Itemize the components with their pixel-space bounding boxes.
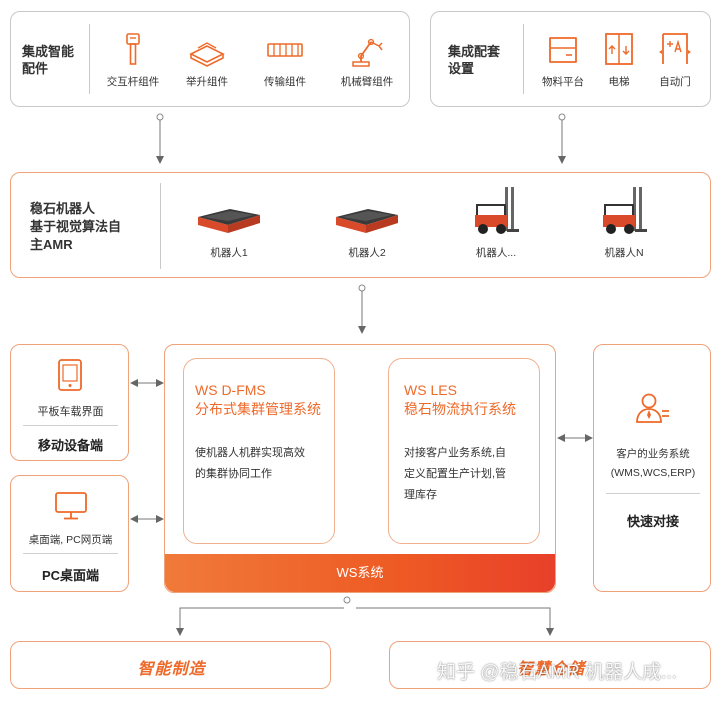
customer-system-box: 客户的业务系统 (WMS,WCS,ERP) 快速对接 <box>593 344 711 592</box>
pc-title: PC桌面端 <box>41 568 100 583</box>
smart-warehousing-label: 智慧仓储 <box>516 661 585 678</box>
elevator-item: 电梯 <box>591 30 647 89</box>
ws-les-card: WS LES 稳石物流执行系统 对接客户业务系统,自 定义配置生产计划,管 理库… <box>388 358 540 544</box>
customer-title: 快速对接 <box>626 514 679 529</box>
lift-module-label: 举升组件 <box>186 76 228 88</box>
interaction-rod-icon <box>126 33 140 65</box>
robot-1-label: 机器人1 <box>210 247 248 259</box>
ws-dfms-card: WS D-FMS 分布式集群管理系统 使机器人机群实现高效 的集群协同工作 <box>183 358 335 544</box>
smart-accessories-box: 集成智能 配件 交互杆组件 举升组件 传输组件 <box>10 11 410 107</box>
conveyor-module-icon <box>267 43 303 57</box>
smart-warehousing-box: 智慧仓储 <box>389 641 711 689</box>
elevator-icon <box>605 33 633 65</box>
zhihu-watermark: 知乎 @稳石AMR 机器人成... <box>437 662 677 683</box>
customer-caption: 客户的业务系统 (WMS,WCS,ERP) <box>610 448 696 479</box>
robot-1-item: 机器人1 <box>189 199 269 260</box>
mobile-device-box: 平板车载界面 移动设备端 <box>10 344 129 461</box>
robot-arm-item: 机械臂组件 <box>329 32 405 89</box>
robot-2-label: 机器人2 <box>348 247 386 259</box>
smart-manufacturing-box: 智能制造 <box>10 641 331 689</box>
interaction-rod-item: 交互杆组件 <box>97 32 169 89</box>
conveyor-module-item: 传输组件 <box>249 32 321 89</box>
amr-robot-icon <box>336 209 398 233</box>
pc-caption: 桌面端, PC网页端 <box>28 534 113 546</box>
lift-module-icon <box>189 42 225 67</box>
divider <box>523 24 524 94</box>
smart-manufacturing-label: 智能制造 <box>137 661 206 678</box>
robot-n-item: 机器人N <box>589 185 659 260</box>
mobile-title: 移动设备端 <box>37 438 103 453</box>
pc-desktop-box: 桌面端, PC网页端 PC桌面端 <box>10 475 129 592</box>
divider <box>89 24 90 94</box>
facility-integration-box: 集成配套 设置 物料平台 电梯 自动门 <box>430 11 711 107</box>
automatic-door-item: 自动门 <box>645 30 705 89</box>
elevator-label: 电梯 <box>608 76 630 88</box>
ws-system-bar: WS系统 <box>165 554 555 592</box>
ws-les-desc: 对接客户业务系统,自 定义配置生产计划,管 理库存 <box>404 447 507 501</box>
material-platform-icon <box>549 37 577 63</box>
ws-dfms-desc: 使机器人机群实现高效 的集群协同工作 <box>195 447 305 480</box>
robot-2-item: 机器人2 <box>327 199 407 260</box>
automatic-door-icon <box>659 33 691 64</box>
conveyor-module-label: 传输组件 <box>264 76 306 88</box>
forklift-robot-icon <box>603 187 647 234</box>
divider <box>160 183 161 269</box>
monitor-icon <box>55 492 87 520</box>
robot-arm-label: 机械臂组件 <box>340 76 394 88</box>
material-platform-label: 物料平台 <box>542 76 584 88</box>
robot-ellipsis-item: 机器人... <box>461 185 531 260</box>
facility-integration-title: 集成配套 设置 <box>448 44 501 76</box>
amr-robot-icon <box>198 209 260 233</box>
robot-arm-icon <box>352 38 383 67</box>
smart-accessories-title: 集成智能 配件 <box>22 44 75 76</box>
forklift-robot-icon <box>475 187 519 234</box>
robots-title: 稳石机器人 基于视觉算法自 主AMR <box>30 201 122 252</box>
lift-module-item: 举升组件 <box>171 32 243 89</box>
mobile-caption: 平板车载界面 <box>37 406 104 418</box>
automatic-door-label: 自动门 <box>659 76 691 88</box>
robots-box: 稳石机器人 基于视觉算法自 主AMR 机器人1 机器人2 机器人 <box>10 172 711 278</box>
divider <box>23 425 118 426</box>
tablet-icon <box>58 359 82 391</box>
material-platform-item: 物料平台 <box>533 30 593 89</box>
robot-n-label: 机器人N <box>604 247 644 259</box>
ws-dfms-title: WS D-FMS 分布式集群管理系统 <box>195 382 321 417</box>
divider <box>23 553 118 554</box>
robot-ellipsis-label: 机器人... <box>475 247 517 259</box>
interaction-rod-label: 交互杆组件 <box>106 76 160 88</box>
ws-les-title: WS LES 稳石物流执行系统 <box>404 382 516 417</box>
business-user-icon <box>636 393 669 423</box>
divider <box>606 493 700 494</box>
